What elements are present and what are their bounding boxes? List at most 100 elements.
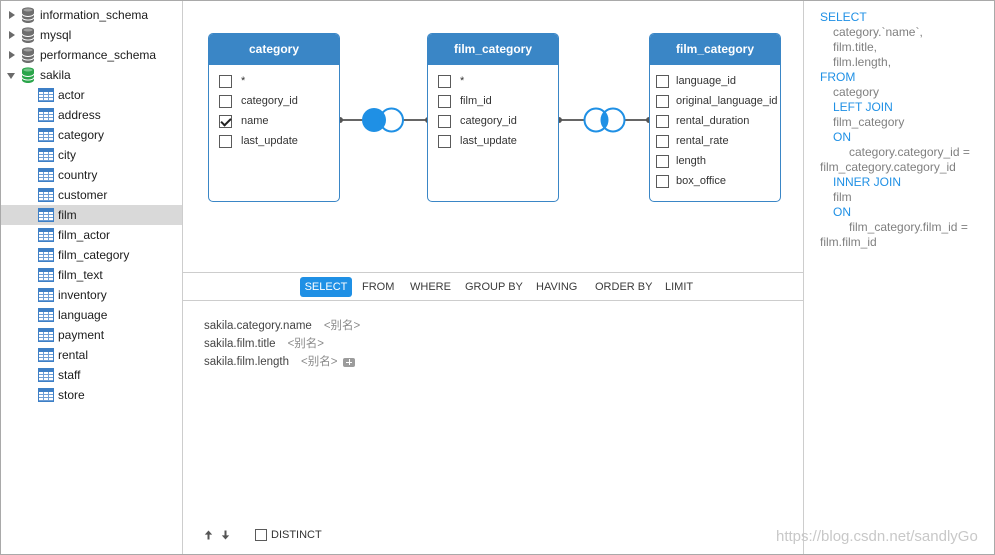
column-checkbox[interactable] bbox=[219, 114, 232, 128]
tree-item-performance-schema[interactable]: performance_schema bbox=[0, 45, 182, 65]
diagram-table-title[interactable]: category bbox=[209, 34, 339, 65]
diagram-table-title[interactable]: film_category bbox=[428, 34, 558, 65]
tree-item-table-country[interactable]: country bbox=[0, 165, 182, 185]
column-checkbox[interactable] bbox=[656, 74, 669, 88]
tree-item-label: film_text bbox=[58, 268, 103, 282]
alias-placeholder[interactable]: <别名> bbox=[323, 320, 361, 332]
field-name[interactable]: sakila.film.length bbox=[204, 356, 290, 368]
column-checkbox[interactable] bbox=[219, 94, 232, 108]
column-row[interactable]: category_id bbox=[428, 111, 558, 131]
expand-arrow-icon[interactable] bbox=[9, 11, 15, 19]
tab-group-by[interactable]: GROUP BY bbox=[465, 281, 523, 293]
tree-item-table-city[interactable]: city bbox=[0, 145, 182, 165]
column-checkbox[interactable] bbox=[438, 134, 451, 148]
column-checkbox[interactable] bbox=[656, 154, 669, 168]
sql-line: category.`name`, bbox=[833, 25, 923, 39]
field-name[interactable]: sakila.category.name bbox=[204, 320, 312, 332]
column-checkbox[interactable] bbox=[656, 134, 669, 148]
left-join-venn-icon[interactable] bbox=[362, 107, 404, 133]
table-icon bbox=[38, 108, 54, 122]
tree-item-table-film-actor[interactable]: film_actor bbox=[0, 225, 182, 245]
tree-item-table-customer[interactable]: customer bbox=[0, 185, 182, 205]
column-row[interactable]: name bbox=[209, 111, 339, 131]
tree-item-table-rental[interactable]: rental bbox=[0, 345, 182, 365]
sql-line: film_category.category_id bbox=[820, 160, 956, 174]
column-row[interactable]: language_id bbox=[650, 71, 780, 91]
distinct-label[interactable]: DISTINCT bbox=[271, 529, 322, 541]
tree-item-table-actor[interactable]: actor bbox=[0, 85, 182, 105]
column-checkbox[interactable] bbox=[656, 114, 669, 128]
sql-preview-panel[interactable]: SELECT category.`name`, film.title, film… bbox=[803, 0, 995, 555]
column-checkbox[interactable] bbox=[219, 134, 232, 148]
add-field-icon[interactable] bbox=[343, 357, 356, 367]
column-checkbox[interactable] bbox=[656, 94, 669, 108]
column-checkbox[interactable] bbox=[219, 74, 232, 88]
column-checkbox[interactable] bbox=[438, 94, 451, 108]
tree-item-label: staff bbox=[58, 368, 81, 382]
tree-item-mysql[interactable]: mysql bbox=[0, 25, 182, 45]
column-row[interactable]: film_id bbox=[428, 91, 558, 111]
move-down-arrow-icon[interactable] bbox=[221, 530, 230, 540]
column-name: language_id bbox=[676, 75, 736, 87]
column-row[interactable]: category_id bbox=[209, 91, 339, 111]
tab-where[interactable]: WHERE bbox=[410, 281, 451, 293]
expand-arrow-icon[interactable] bbox=[9, 31, 15, 39]
alias-placeholder[interactable]: <别名> bbox=[301, 356, 338, 368]
sql-line: film_category.film_id = bbox=[849, 220, 968, 234]
column-name: * bbox=[460, 75, 465, 87]
column-checkbox[interactable] bbox=[438, 74, 451, 88]
tree-item-label: film_actor bbox=[58, 228, 111, 242]
diagram-table-film[interactable]: film_category language_id original_langu… bbox=[649, 33, 781, 202]
alias-placeholder[interactable]: <别名> bbox=[287, 338, 325, 350]
tree-item-table-film[interactable]: film bbox=[0, 205, 182, 225]
column-checkbox[interactable] bbox=[656, 174, 669, 188]
distinct-checkbox[interactable] bbox=[255, 529, 267, 541]
select-field-row[interactable]: sakila.film.title <别名> bbox=[204, 335, 360, 353]
diagram-table-film-category[interactable]: film_category * film_id category_id last… bbox=[427, 33, 559, 202]
tree-item-label: performance_schema bbox=[40, 48, 157, 62]
tree-item-table-inventory[interactable]: inventory bbox=[0, 285, 182, 305]
select-field-row[interactable]: sakila.film.length <别名> bbox=[204, 353, 360, 371]
sql-line: film.title, bbox=[833, 40, 878, 54]
column-row[interactable]: * bbox=[428, 71, 558, 91]
collapse-arrow-icon[interactable] bbox=[7, 73, 15, 79]
move-up-arrow-icon[interactable] bbox=[204, 530, 213, 540]
column-checkbox[interactable] bbox=[438, 114, 451, 128]
tab-order-by[interactable]: ORDER BY bbox=[595, 281, 653, 293]
tree-item-table-payment[interactable]: payment bbox=[0, 325, 182, 345]
tree-item-table-staff[interactable]: staff bbox=[0, 365, 182, 385]
column-row[interactable]: rental_duration bbox=[650, 111, 780, 131]
tab-from[interactable]: FROM bbox=[362, 281, 395, 293]
table-icon bbox=[38, 308, 54, 322]
tree-item-table-address[interactable]: address bbox=[0, 105, 182, 125]
tab-limit[interactable]: LIMIT bbox=[665, 281, 694, 293]
diagram-table-title[interactable]: film_category bbox=[650, 34, 780, 65]
tab-select[interactable]: SELECT bbox=[300, 277, 352, 297]
tab-having[interactable]: HAVING bbox=[536, 281, 578, 293]
tree-item-information-schema[interactable]: information_schema bbox=[0, 5, 182, 25]
field-name[interactable]: sakila.film.title bbox=[204, 338, 276, 350]
column-row[interactable]: last_update bbox=[209, 131, 339, 151]
column-row[interactable]: length bbox=[650, 151, 780, 171]
column-row[interactable]: original_language_id bbox=[650, 91, 780, 111]
inner-join-venn-icon[interactable] bbox=[583, 107, 626, 133]
tree-item-table-category[interactable]: category bbox=[0, 125, 182, 145]
tree-item-table-language[interactable]: language bbox=[0, 305, 182, 325]
tree-item-sakila[interactable]: sakila bbox=[0, 65, 182, 85]
diagram-canvas[interactable]: category * category_id name last_update … bbox=[183, 0, 803, 273]
query-designer: category * category_id name last_update … bbox=[183, 0, 803, 555]
column-row[interactable]: rental_rate bbox=[650, 131, 780, 151]
column-name: name bbox=[241, 115, 269, 127]
select-field-row[interactable]: sakila.category.name <别名> bbox=[204, 317, 360, 335]
column-row[interactable]: last_update bbox=[428, 131, 558, 151]
tree-item-table-film-text[interactable]: film_text bbox=[0, 265, 182, 285]
tree-item-label: film bbox=[58, 208, 77, 222]
expand-arrow-icon[interactable] bbox=[9, 51, 15, 59]
sql-line: ON bbox=[833, 130, 851, 144]
column-row[interactable]: box_office bbox=[650, 171, 780, 191]
column-list: * film_id category_id last_update bbox=[428, 71, 558, 151]
column-row[interactable]: * bbox=[209, 71, 339, 91]
tree-item-table-film-category[interactable]: film_category bbox=[0, 245, 182, 265]
diagram-table-category[interactable]: category * category_id name last_update bbox=[208, 33, 340, 202]
tree-item-table-store[interactable]: store bbox=[0, 385, 182, 405]
